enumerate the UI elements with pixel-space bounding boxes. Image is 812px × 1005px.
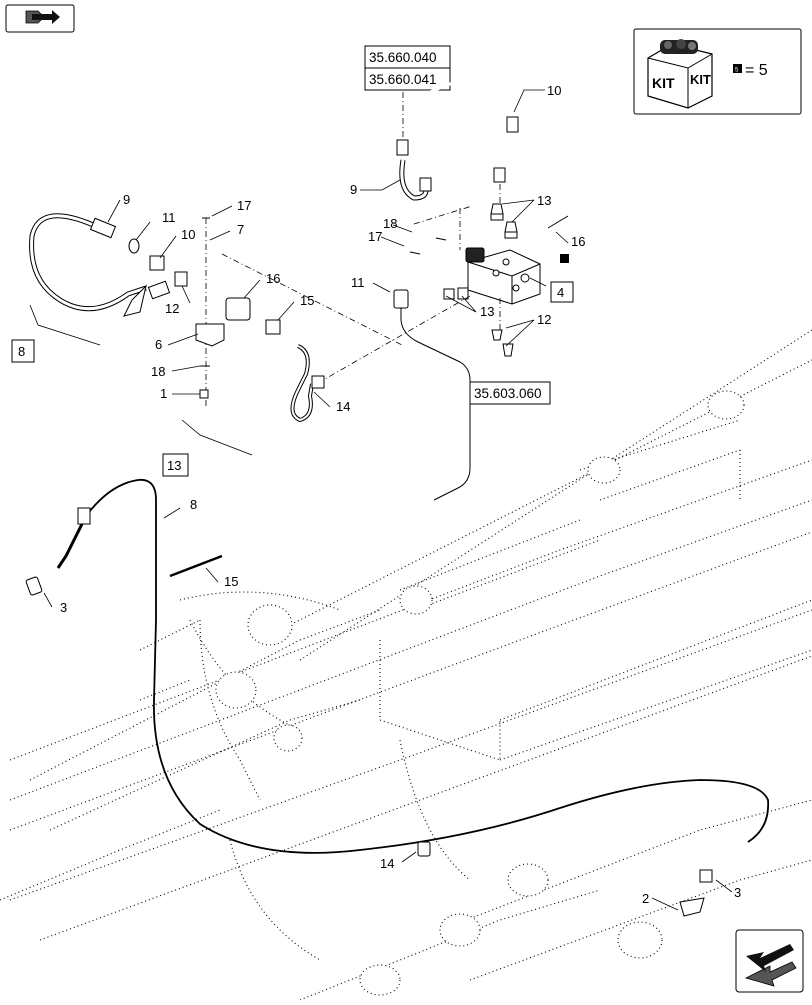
callout-17: 17 bbox=[368, 229, 382, 244]
kit-equals: = 5 bbox=[745, 62, 768, 79]
callouts: 10 9 13 18 17 16 11 4 13 12 9 11 10 17 7… bbox=[11, 83, 741, 906]
callout-12: 12 bbox=[537, 312, 551, 327]
callout-10: 10 bbox=[181, 227, 195, 242]
fittings-left bbox=[128, 217, 281, 399]
kit-box-icon: KIT KIT bbox=[647, 39, 713, 109]
callout-13: 13 bbox=[480, 304, 494, 319]
kit-marker-text: 5 bbox=[735, 68, 739, 74]
callout-box-13[interactable]: 13 bbox=[162, 453, 189, 477]
pins-mid bbox=[409, 215, 569, 255]
alignment-lines bbox=[205, 184, 501, 406]
kit-label-2: KIT bbox=[690, 72, 711, 87]
next-page-arrow-icon[interactable] bbox=[735, 929, 804, 993]
callout-2: 2 bbox=[642, 891, 649, 906]
callout-9: 9 bbox=[123, 192, 130, 207]
callout-8: 8 bbox=[190, 497, 197, 512]
callout-14: 14 bbox=[380, 856, 394, 871]
sensor-connector-11 bbox=[393, 289, 471, 501]
callout-15: 15 bbox=[300, 293, 314, 308]
kit-marker-valve bbox=[560, 254, 569, 263]
svg-text:35.660.041: 35.660.041 bbox=[369, 72, 437, 87]
kit-marker-square bbox=[733, 64, 742, 73]
book-arrow-icon[interactable] bbox=[5, 4, 75, 33]
callout-3: 3 bbox=[734, 885, 741, 900]
callout-box-4[interactable]: 4 bbox=[550, 281, 574, 303]
fittings-mid bbox=[443, 287, 514, 357]
kit-label-1: KIT bbox=[652, 75, 675, 91]
callout-18: 18 bbox=[383, 216, 397, 231]
callout-6: 6 bbox=[155, 337, 162, 352]
cable-8 bbox=[25, 478, 770, 917]
feeder-chain bbox=[299, 799, 812, 1001]
callout-3: 3 bbox=[60, 600, 67, 615]
ref-box-35-660-041[interactable]: 35.660.041 bbox=[364, 67, 451, 91]
callout-16: 16 bbox=[266, 271, 280, 286]
svg-text:13: 13 bbox=[167, 458, 181, 473]
callout-13: 13 bbox=[537, 193, 551, 208]
callout-16: 16 bbox=[571, 234, 585, 249]
callout-10: 10 bbox=[547, 83, 561, 98]
callout-18: 18 bbox=[151, 364, 165, 379]
ref-box-35-603-060[interactable]: 35.603.060 bbox=[469, 381, 551, 405]
leader-lines bbox=[29, 89, 733, 911]
callout-11: 11 bbox=[351, 275, 365, 290]
callout-12: 12 bbox=[165, 301, 179, 316]
callout-14: 14 bbox=[336, 399, 350, 414]
hose-loop-left bbox=[29, 213, 171, 317]
hydraulic-pipe-assembly bbox=[396, 61, 519, 201]
callout-box-8[interactable]: 8 bbox=[11, 339, 35, 363]
hose-14-mid bbox=[290, 344, 325, 423]
callout-1: 1 bbox=[160, 386, 167, 401]
svg-text:8: 8 bbox=[18, 344, 25, 359]
callout-11: 11 bbox=[162, 210, 176, 225]
callout-17: 17 bbox=[237, 198, 251, 213]
svg-text:35.603.060: 35.603.060 bbox=[474, 386, 542, 401]
kit-legend: KIT KIT 5 = 5 bbox=[633, 28, 802, 115]
callout-9: 9 bbox=[350, 182, 357, 197]
ref-box-35-660-040[interactable]: 35.660.040 bbox=[364, 45, 451, 69]
callout-7: 7 bbox=[237, 222, 244, 237]
svg-text:4: 4 bbox=[557, 285, 564, 300]
svg-text:35.660.040: 35.660.040 bbox=[369, 50, 437, 65]
valve-block bbox=[465, 247, 569, 305]
callout-15: 15 bbox=[224, 574, 238, 589]
header-frame bbox=[0, 329, 812, 961]
